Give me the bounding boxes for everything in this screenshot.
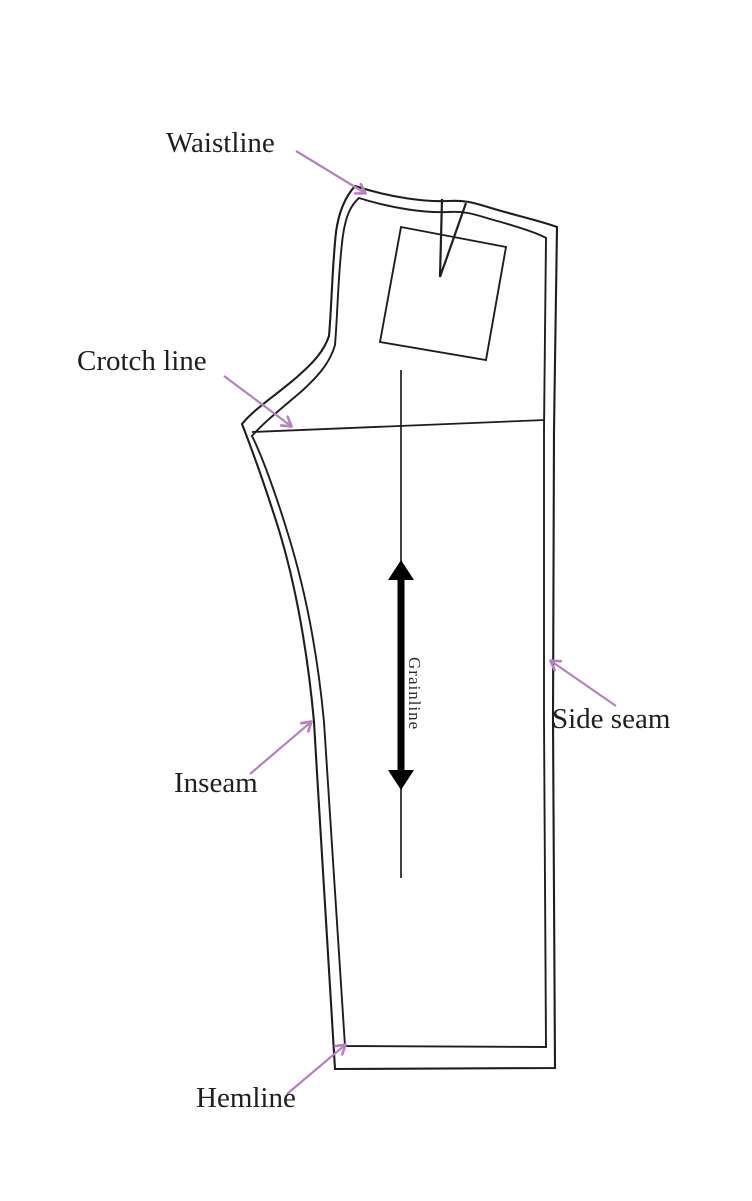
- crotch-line-label: Crotch line: [77, 345, 207, 377]
- grainline-arrowhead-up: [388, 560, 414, 580]
- pocket-placement-square: [378, 225, 508, 362]
- pattern-outline-cutting-line: [240, 184, 559, 1071]
- crotch-line-callout-arrow: [223, 375, 293, 428]
- hemline-label: Hemline: [196, 1082, 296, 1114]
- pattern-seam-allowance-line: [250, 196, 547, 1048]
- inseam-label: Inseam: [174, 767, 258, 799]
- waistline-callout-arrow: [295, 150, 367, 195]
- waistline-label: Waistline: [166, 127, 275, 159]
- dart-mark: [438, 198, 468, 278]
- hemline-callout-arrow: [286, 1043, 347, 1095]
- crotch-line-mark: [251, 419, 546, 433]
- grainline-arrowhead-down: [388, 770, 414, 790]
- grainline-label: Grainline: [405, 657, 424, 731]
- side-seam-callout-arrow: [549, 659, 617, 707]
- side-seam-label: Side seam: [552, 703, 671, 735]
- inseam-callout-arrow: [249, 720, 313, 775]
